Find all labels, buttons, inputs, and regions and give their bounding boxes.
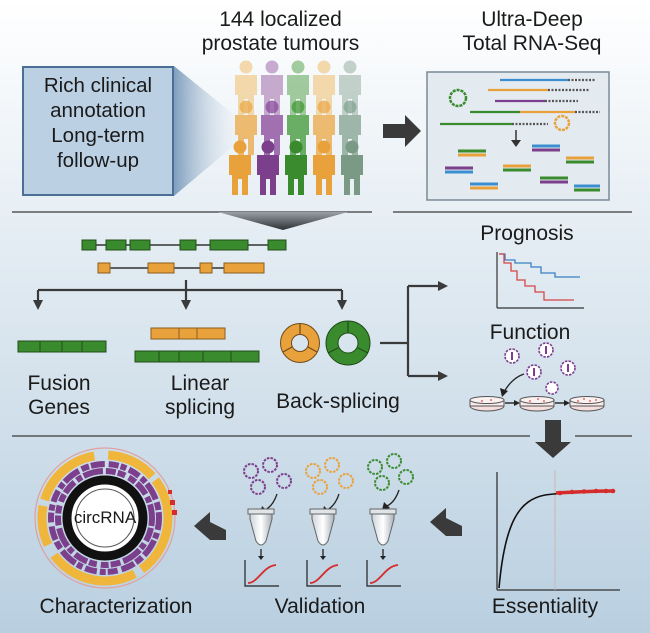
cohort-line-2: prostate tumours (201, 31, 360, 55)
gene-structure (81, 239, 287, 274)
back-splicing-rings (280, 320, 371, 366)
rna-seq-panel (426, 71, 610, 201)
arrow-to-essentiality (535, 420, 571, 458)
clinical-line-1: Rich clinical (43, 74, 153, 97)
linear-splicing-label: Linear splicing (150, 372, 250, 419)
linear-line-1: Linear (170, 372, 230, 395)
circrna-center-label: circRNA (73, 508, 137, 527)
essentiality-label: Essentiality (491, 595, 599, 618)
function-experiment (469, 342, 605, 412)
linear-line-2: splicing (164, 395, 236, 419)
sequencing-line-2: Total RNA-Seq (462, 31, 602, 55)
function-label: Function (489, 321, 571, 344)
validation-panels (243, 453, 414, 587)
characterization-label: Characterization (39, 595, 193, 618)
sequencing-line-1: Ultra-Deep (481, 8, 583, 31)
arrow-to-validation (430, 508, 462, 536)
patient-cohort-figures (229, 60, 363, 195)
clinical-annotation-box: Rich clinical annotation Long-term follo… (22, 66, 174, 196)
back-splicing-label: Back-splicing (276, 390, 400, 413)
arrow-to-sequencing (383, 115, 421, 147)
outcome-branch-arrows (380, 281, 448, 381)
clinical-line-2: annotation (50, 99, 146, 122)
prognosis-survival-plot (496, 252, 584, 309)
fusion-genes-label: Fusion Genes (14, 372, 104, 419)
data-funnel (218, 212, 348, 230)
cohort-line-1: 144 localized (219, 8, 342, 31)
linear-splicing-bars (134, 327, 260, 363)
arrow-to-characterization (194, 512, 226, 540)
circrna-circos-plot (34, 447, 177, 589)
clinical-line-3: Long-term (51, 124, 145, 147)
validation-label: Validation (274, 595, 366, 618)
clinical-line-4: follow-up (56, 149, 140, 172)
cohort-label: 144 localized prostate tumours (178, 8, 383, 55)
fusion-line-1: Fusion (27, 372, 91, 395)
splicing-branch-arrows (33, 280, 347, 310)
fusion-line-2: Genes (28, 395, 90, 419)
prognosis-label: Prognosis (480, 222, 574, 245)
clinical-projection-cone (174, 66, 238, 196)
essentiality-plot (496, 470, 620, 591)
sequencing-label: Ultra-Deep Total RNA-Seq (432, 8, 632, 55)
fusion-gene-bar (17, 340, 107, 353)
